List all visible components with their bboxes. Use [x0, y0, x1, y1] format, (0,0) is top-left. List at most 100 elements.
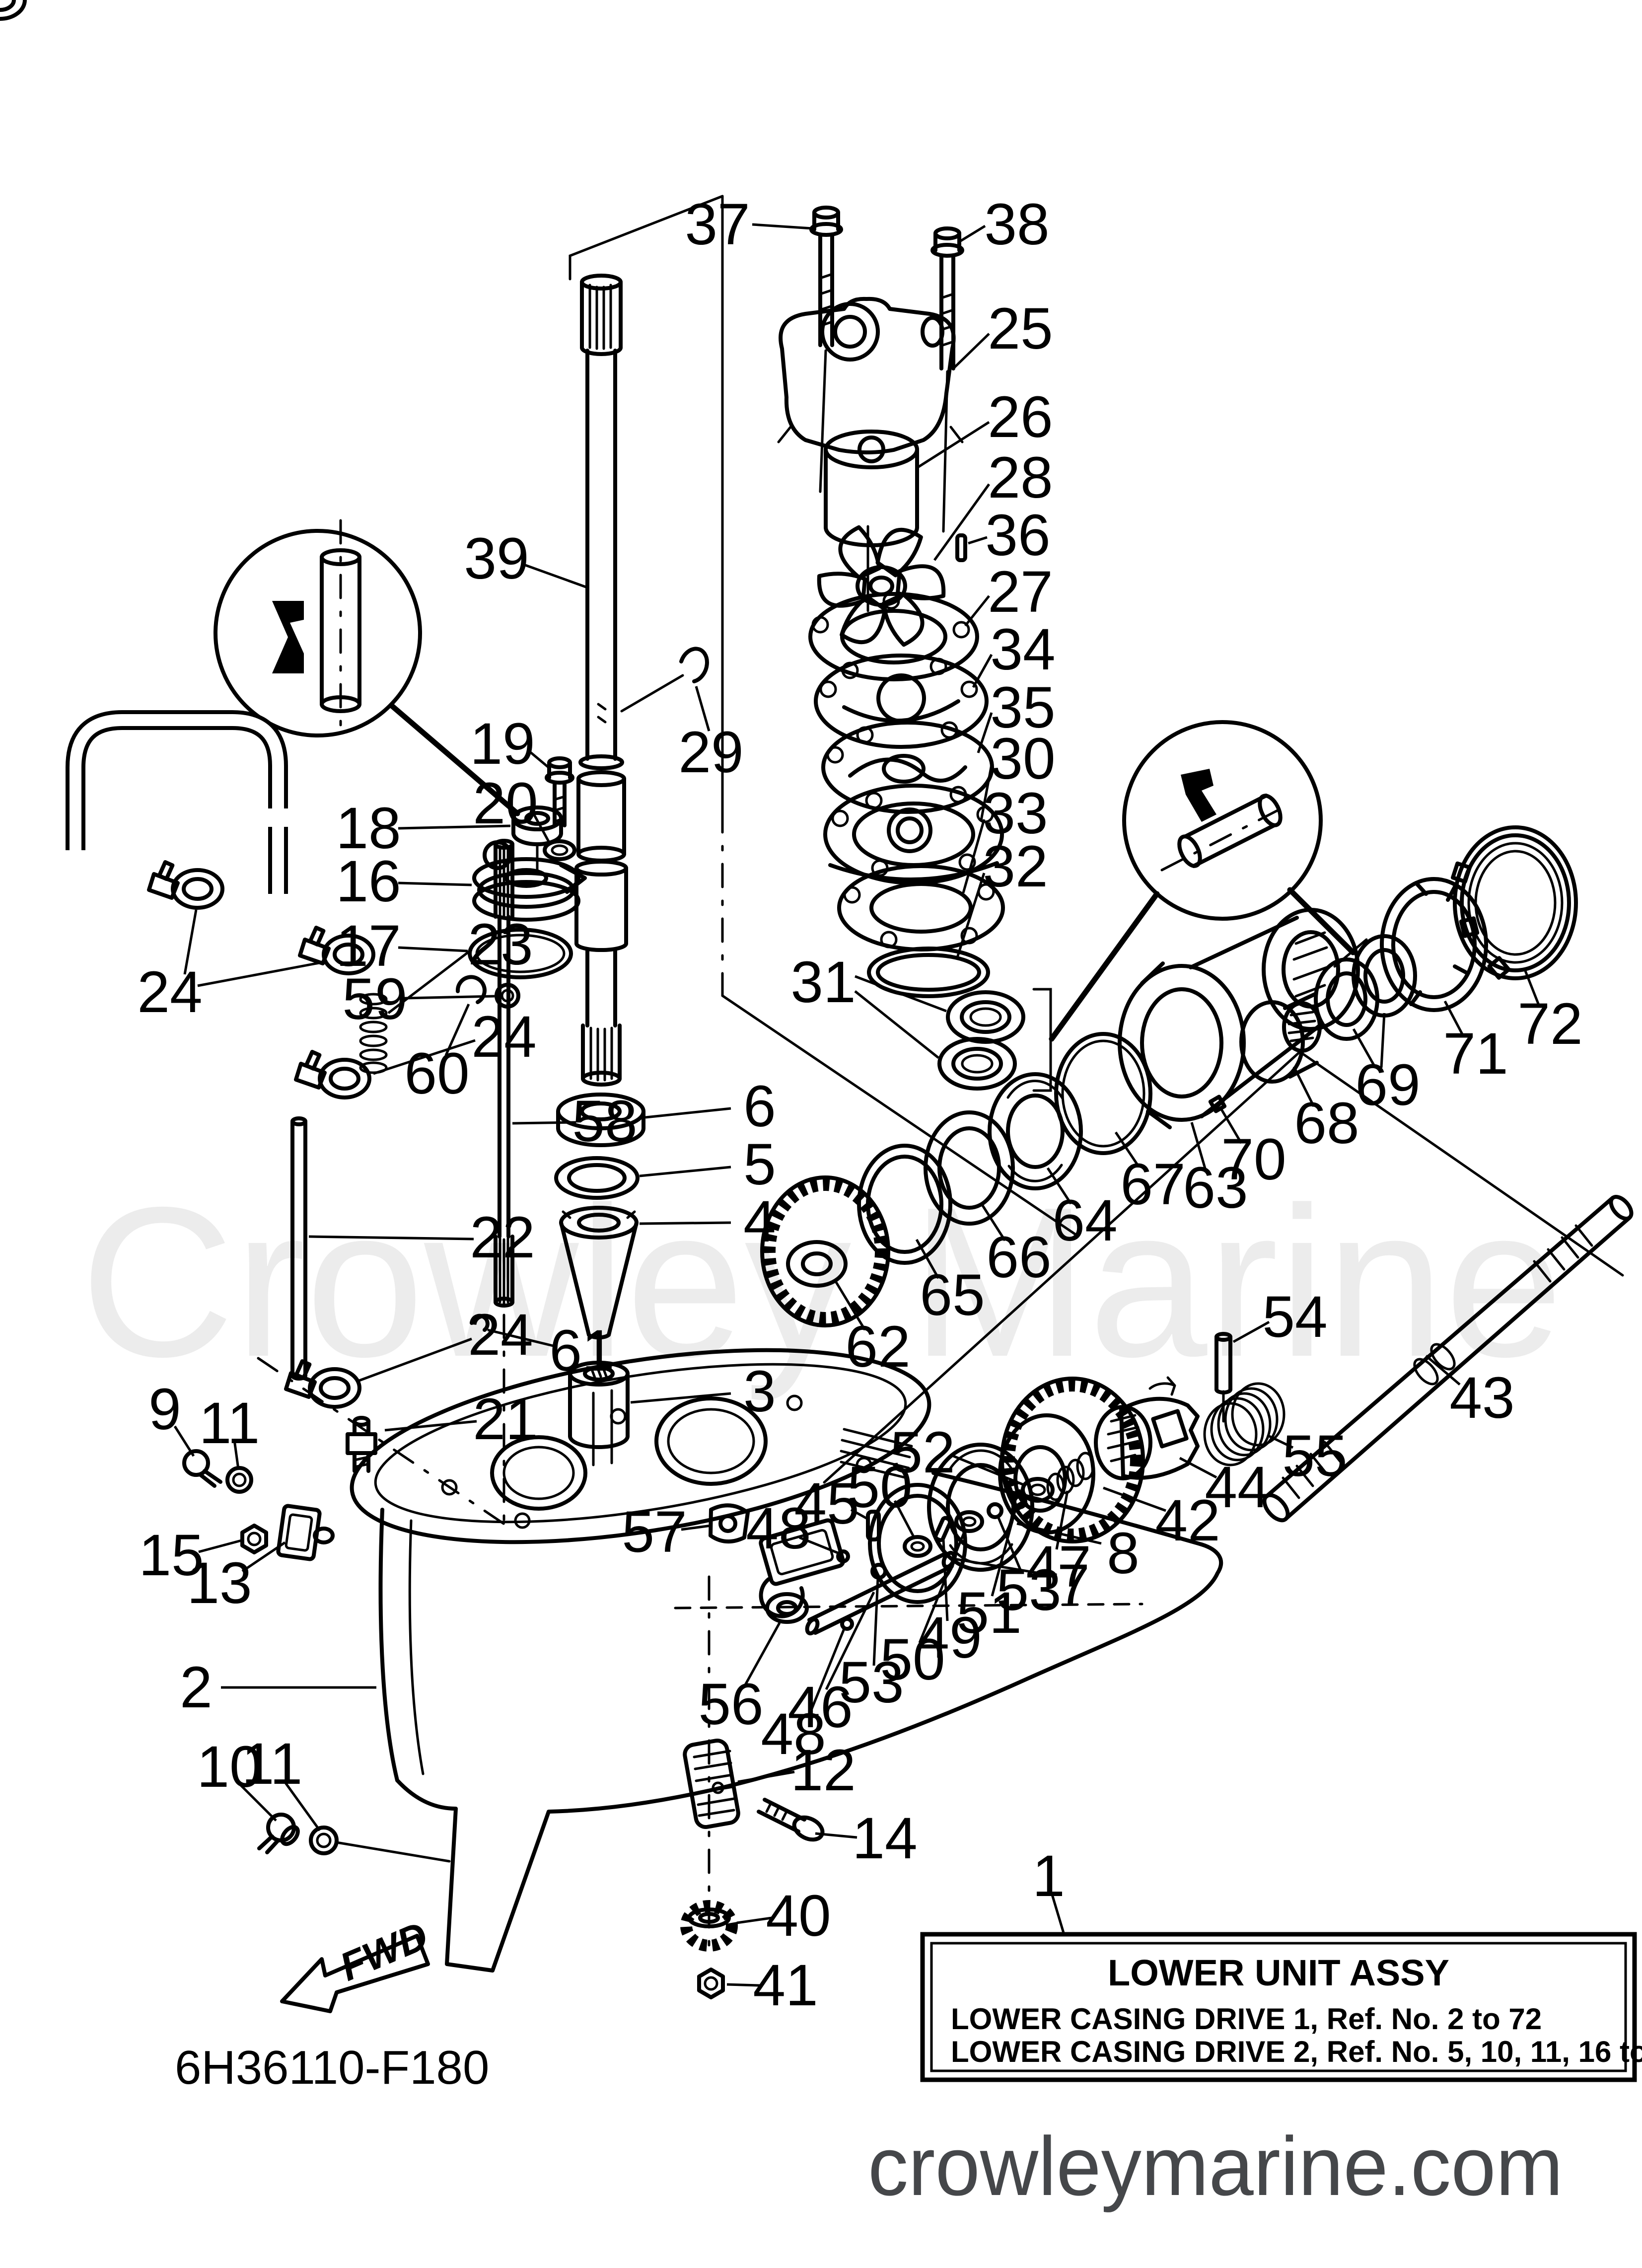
- casing-fasteners: [182, 1449, 451, 1863]
- casing-dashed-line: [674, 1603, 1143, 1610]
- ring-nut-72-drawing: [1451, 825, 1578, 980]
- leader-line-69: [1352, 1028, 1377, 1069]
- leader-line-24: [356, 1337, 472, 1383]
- part-number-24: 24: [137, 959, 202, 1025]
- part-number-14: 14: [852, 1806, 917, 1871]
- part-number-34: 34: [990, 617, 1055, 682]
- leader-line-29: [695, 686, 711, 732]
- hose-outer: [66, 710, 288, 850]
- part-number-60: 60: [404, 1041, 469, 1106]
- leader-line-20: [530, 808, 552, 845]
- leader-line-33: [962, 819, 986, 893]
- bearing-64-drawing: [988, 1072, 1083, 1190]
- part-number-5: 5: [743, 1132, 776, 1197]
- leader-line-67: [1114, 1131, 1141, 1168]
- part-number-3: 3: [743, 1359, 776, 1424]
- pump-plate-35-drawing: [821, 721, 994, 814]
- bolt-37-drawing: [809, 206, 843, 347]
- leader-line-38: [957, 224, 986, 244]
- pin-36-drawing: [955, 533, 967, 562]
- part-number-53: 53: [839, 1650, 904, 1715]
- bolt-38-drawing: [930, 226, 964, 370]
- leader-line-48: [799, 1536, 840, 1555]
- leader-line-61: [487, 1328, 554, 1347]
- casing-leading-edge: [408, 1519, 425, 1775]
- leader-line-36: [968, 536, 988, 545]
- leader-line-14: [815, 1832, 857, 1839]
- driveshaft-bore-inner: [502, 1446, 575, 1500]
- pump-housing-25-drawing: [777, 296, 964, 454]
- part-number-11: 11: [199, 1390, 260, 1456]
- leader-line-69: [1380, 1013, 1386, 1068]
- driveshaft-bore: [490, 1435, 587, 1511]
- hose-clamp-24-drawing: [0, 0, 27, 21]
- part-number-53: 53: [996, 1557, 1061, 1623]
- key-washer-71-drawing: [1380, 877, 1488, 1012]
- axis-line: [592, 1389, 613, 1466]
- part-number-67: 67: [1120, 1152, 1185, 1217]
- leader-line-15: [198, 1539, 242, 1553]
- fwd-arrow-icon: FWD: [280, 1913, 434, 2013]
- part-number-45: 45: [794, 1471, 859, 1536]
- pin-54-drawing: [1214, 1332, 1232, 1394]
- leader-line-3: [630, 1392, 731, 1404]
- detail-circle: [1122, 720, 1323, 921]
- part-number-15: 15: [139, 1523, 204, 1588]
- shim-65-drawing: [857, 1144, 952, 1265]
- part-number-11: 11: [242, 1731, 303, 1797]
- o-ring-53-drawing: [870, 1563, 887, 1580]
- leader-line-31: [855, 975, 947, 1013]
- casing-flange-inner: [374, 1363, 907, 1524]
- leader-line-40: [736, 1916, 772, 1924]
- part-number-1: 1: [1032, 1843, 1065, 1909]
- leader-line-60: [444, 1003, 470, 1056]
- o-ring-53-drawing: [987, 1502, 1003, 1519]
- pinion-gear-62-drawing: [760, 1175, 890, 1327]
- part-number-26: 26: [988, 384, 1053, 450]
- leader-line-56: [742, 1622, 781, 1688]
- part-number-54: 54: [1262, 1284, 1327, 1350]
- clip-symbol-icon: [272, 601, 304, 673]
- leader-line-24: [183, 909, 198, 975]
- pin-centerline: [1160, 802, 1292, 872]
- bolt-10-drawing: [257, 1813, 300, 1854]
- part-number-25: 25: [988, 296, 1053, 362]
- forward-gear-42-drawing: [998, 1377, 1145, 1543]
- part-number-50: 50: [847, 1455, 912, 1520]
- leader-line-6: [645, 1107, 731, 1119]
- part-number-47: 47: [1026, 1534, 1091, 1600]
- leader-line-41: [726, 1983, 760, 1987]
- watermark-text: Crowley Marine: [80, 1163, 1564, 1402]
- sleeve-4-drawing: [559, 1206, 639, 1340]
- part-number-62: 62: [845, 1314, 910, 1380]
- rod-spline-top: [494, 842, 514, 919]
- pump-plate-34-drawing: [814, 654, 989, 749]
- part-number-64: 64: [1052, 1188, 1117, 1253]
- lower-unit-assy-box: LOWER UNIT ASSY LOWER CASING DRIVE 1, Re…: [920, 1932, 1642, 2082]
- part-number-22: 22: [470, 1205, 535, 1270]
- part-number-28: 28: [988, 445, 1053, 511]
- pin-45-drawing: [866, 1510, 881, 1541]
- part-number-12: 12: [790, 1738, 856, 1803]
- detail-leader-right: [1287, 887, 1356, 955]
- leader-line-39: [525, 564, 586, 588]
- part-number-23: 23: [468, 912, 533, 977]
- leader-line-32: [956, 873, 986, 958]
- axis-line-dash: [257, 1357, 515, 1532]
- pin-70-drawing: [1208, 1095, 1227, 1113]
- part-number-69: 69: [1355, 1052, 1420, 1118]
- leader-line-18: [398, 824, 511, 830]
- leader-line-10: [238, 1783, 277, 1822]
- washer-20-drawing: [543, 839, 576, 861]
- bolt-9-drawing: [182, 1449, 222, 1488]
- part-number-2: 2: [180, 1655, 213, 1720]
- leader-line-62: [835, 1281, 866, 1331]
- leader-line-54: [1232, 1320, 1270, 1343]
- part-number-48: 48: [746, 1496, 811, 1561]
- leader-line-21: [384, 1420, 477, 1432]
- part-number-57: 57: [622, 1499, 687, 1565]
- detail-leader-to-seals: [1049, 891, 1160, 1042]
- leader-line-58: [512, 1121, 576, 1125]
